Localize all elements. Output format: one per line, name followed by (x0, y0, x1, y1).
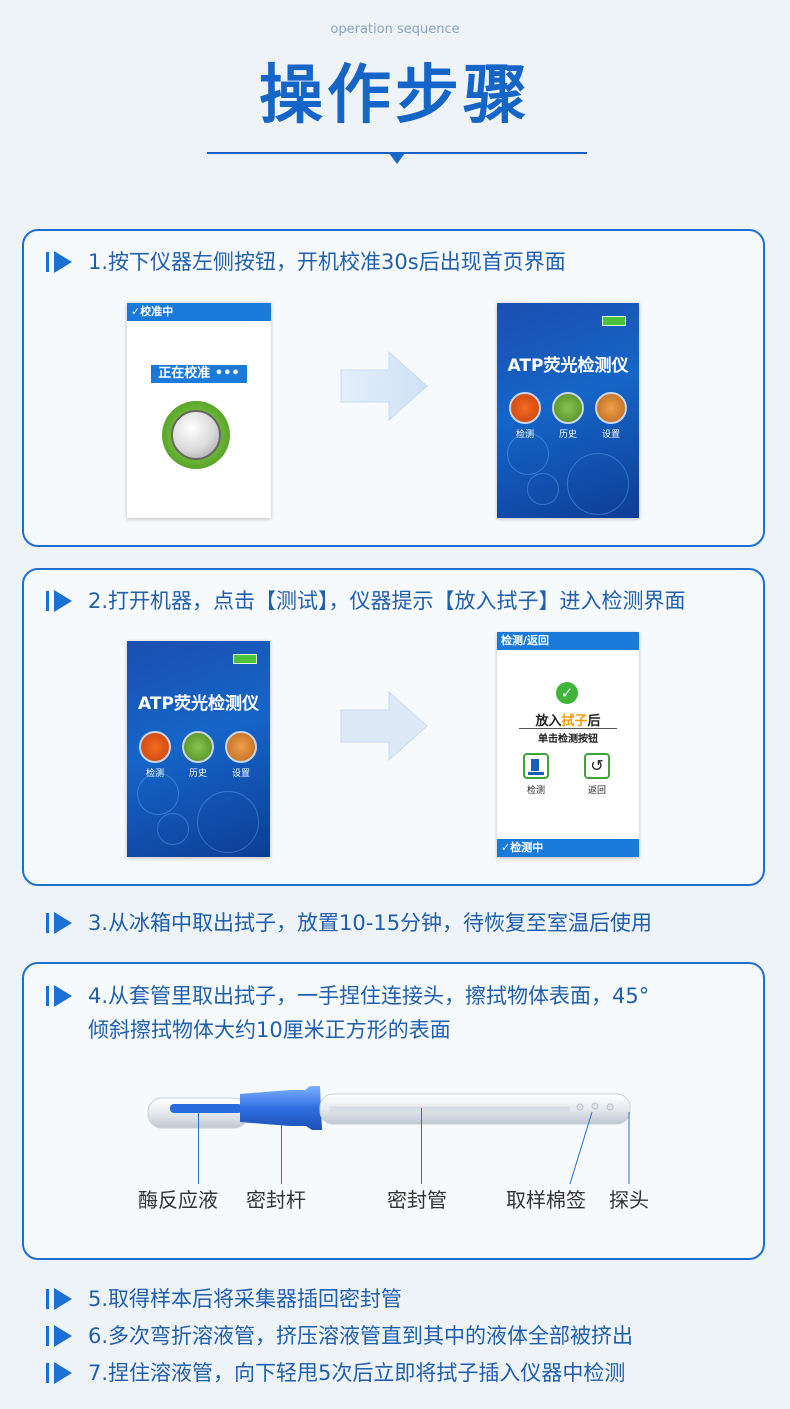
detect-label-test: 检测 (526, 786, 545, 796)
step-2-text: 2.打开机器，点击【测试】，仪器提示【放入拭子】进入检测界面 (88, 589, 686, 613)
next-arrow-icon (340, 690, 428, 762)
home-label-test: 检测 (515, 430, 534, 440)
microscope-icon[interactable] (523, 753, 549, 779)
detect-screen: 检测/返回 ✓ 放入拭子后 单击检测按钮 ↺ 检测 返回 ✓检测中 (497, 632, 639, 857)
step-5-text: 5.取得样本后将采集器插回密封管 (88, 1287, 403, 1311)
play-bullet-icon (46, 589, 76, 613)
page-title: 操作步骤 (259, 59, 531, 133)
leader-line (198, 1112, 199, 1184)
detect-hint: 单击检测按钮 (538, 734, 598, 745)
next-arrow-icon (340, 350, 428, 422)
home-screen: ATP荧光检测仪 检测 历史 设置 (497, 303, 639, 518)
leader-line (281, 1120, 282, 1184)
test-icon[interactable] (139, 731, 171, 763)
play-bullet-icon (46, 1361, 76, 1385)
label-seal-tube: 密封管 (387, 1188, 447, 1212)
play-bullet-icon (46, 1287, 76, 1311)
play-bullet-icon (46, 250, 76, 274)
step-6-text: 6.多次弯折溶液管，挤压溶液管直到其中的液体全部被挤出 (88, 1324, 634, 1348)
home-screen: ATP荧光检测仪 检测 历史 设置 (127, 641, 270, 857)
step-7-text: 7.捏住溶液管，向下轻甩5次后立即将拭子插入仪器中检测 (88, 1361, 626, 1385)
home-label-settings: 设置 (601, 430, 620, 440)
label-enzyme: 酶反应液 (138, 1188, 218, 1212)
play-bullet-icon (46, 1324, 76, 1348)
title-caret-icon (389, 153, 405, 164)
settings-gear-icon[interactable] (225, 731, 257, 763)
power-knob-icon (162, 401, 230, 469)
label-seal-rod: 密封杆 (246, 1188, 306, 1212)
label-probe: 探头 (609, 1188, 649, 1212)
home-label-settings: 设置 (231, 769, 250, 779)
leader-line (569, 1111, 630, 1185)
home-label-history: 历史 (188, 769, 207, 779)
step-3-text: 3.从冰箱中取出拭子，放置10-15分钟，待恢复至室温后使用 (88, 911, 653, 935)
detect-bottombar: ✓检测中 (497, 839, 639, 857)
header-subtitle: operation sequence (330, 22, 460, 37)
calibrating-status: 正在校准 ••• (151, 365, 247, 383)
test-icon[interactable] (509, 392, 541, 424)
home-label-history: 历史 (558, 430, 577, 440)
step-4-text-line2: 倾斜擦拭物体大约10厘米正方形的表面 (88, 1018, 451, 1042)
battery-icon (602, 316, 626, 326)
history-icon[interactable] (552, 392, 584, 424)
detect-label-back: 返回 (587, 786, 606, 796)
home-title: ATP荧光检测仪 (507, 356, 629, 376)
home-title: ATP荧光检测仪 (138, 694, 259, 714)
home-label-test: 检测 (145, 769, 164, 779)
label-cotton-swab: 取样棉签 (506, 1188, 586, 1212)
play-bullet-icon (46, 984, 76, 1008)
step-4-panel (22, 962, 765, 1260)
detect-topbar[interactable]: 检测/返回 (497, 632, 639, 650)
calibrating-topbar: ✓校准中 (127, 303, 271, 321)
history-icon[interactable] (182, 731, 214, 763)
play-bullet-icon (46, 911, 76, 935)
battery-icon (233, 654, 257, 664)
step-1-text: 1.按下仪器左侧按钮，开机校准30s后出现首页界面 (88, 250, 566, 274)
step-4-text-line1: 4.从套管里取出拭子，一手捏住连接头，擦拭物体表面，45° (88, 984, 650, 1008)
calibrating-screen: ✓校准中 正在校准 ••• (127, 303, 271, 518)
settings-gear-icon[interactable] (595, 392, 627, 424)
back-icon[interactable]: ↺ (584, 753, 610, 779)
check-icon: ✓ (556, 682, 578, 704)
leader-line (421, 1108, 422, 1184)
detect-prompt: 放入拭子后 (535, 714, 601, 729)
